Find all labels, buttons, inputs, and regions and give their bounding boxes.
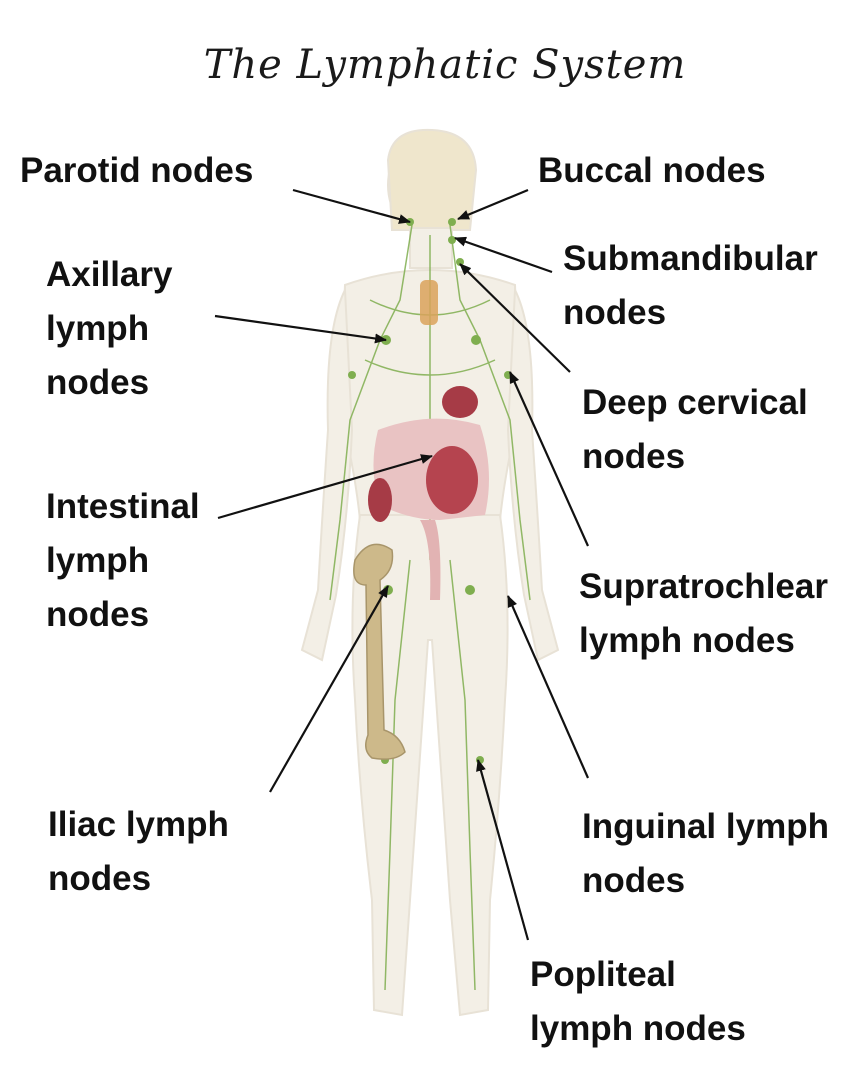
label-buccal: Buccal nodes xyxy=(538,151,766,190)
label-popliteal: Popliteal lymph nodes xyxy=(530,955,746,1048)
leader-arrows xyxy=(214,188,590,941)
label-submandibular: Submandibular nodes xyxy=(563,239,818,332)
label-parotid: Parotid nodes xyxy=(20,151,254,190)
label-supratrochlear: Supratrochlear lymph nodes xyxy=(579,567,828,660)
femur-bone xyxy=(353,543,406,760)
label-iliac: Iliac lymph nodes xyxy=(48,805,229,898)
label-inguinal: Inguinal lymph nodes xyxy=(582,807,829,900)
abdominal-organs xyxy=(368,386,489,600)
label-deep-cervical: Deep cervical nodes xyxy=(582,383,808,476)
label-intestinal: Intestinal lymph nodes xyxy=(46,487,200,634)
diagram-title: The Lymphatic System xyxy=(203,42,687,88)
label-axillary: Axillary lymph nodes xyxy=(46,255,173,402)
thyroid xyxy=(420,280,438,325)
